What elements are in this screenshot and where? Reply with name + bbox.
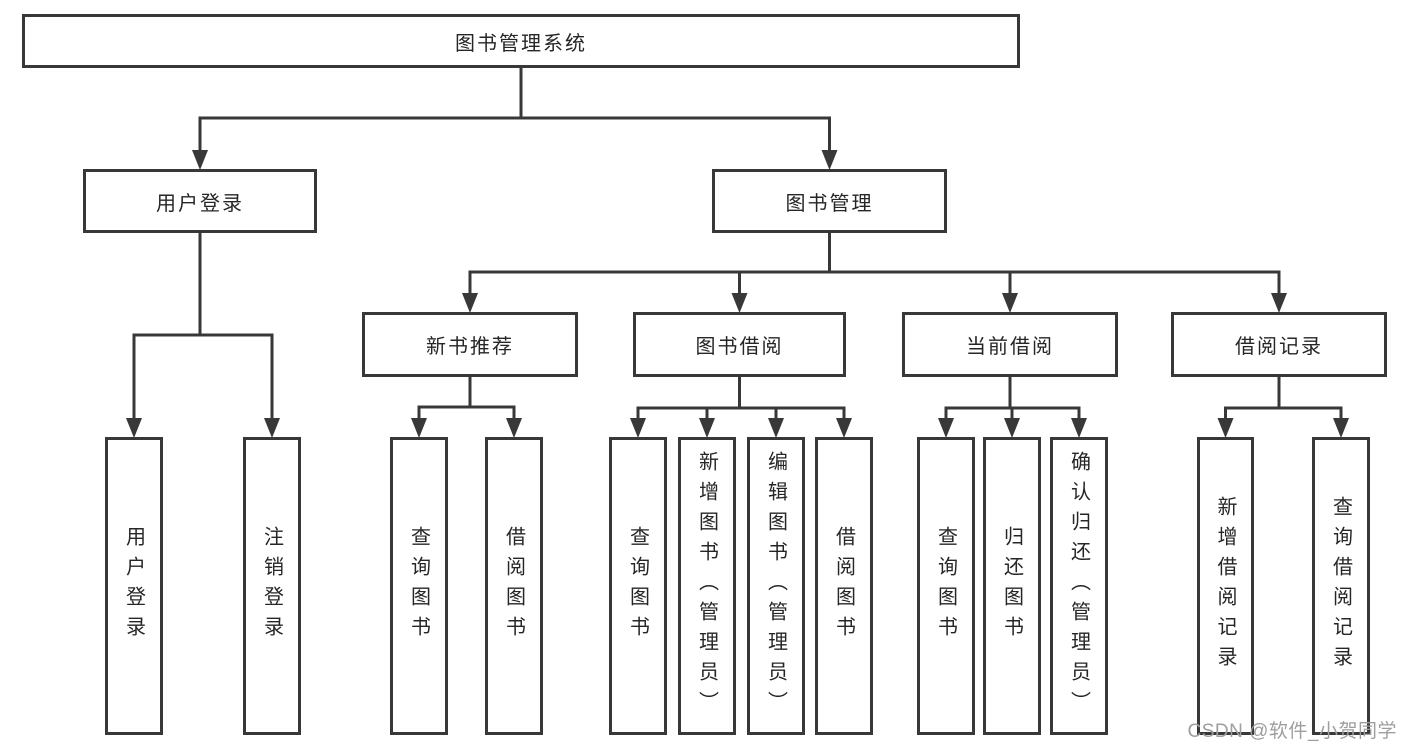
node-leaf-add-book: 新增图书（管理员）: [678, 437, 736, 735]
node-borrow-records: 借阅记录: [1171, 312, 1387, 377]
node-label: 图书借阅: [695, 336, 784, 358]
arrowhead-icon: [1271, 293, 1287, 313]
arrowhead-icon: [731, 293, 748, 313]
arrowhead-icon: [630, 418, 646, 438]
arrowhead-icon: [768, 418, 784, 438]
node-leaf-add-borrow-record: 新增借阅记录: [1197, 437, 1254, 735]
arrowhead-icon: [836, 418, 852, 438]
node-label: 借阅记录: [1235, 336, 1323, 358]
node-root: 图书管理系统: [22, 14, 1020, 68]
node-current-borrow: 当前借阅: [902, 312, 1118, 377]
node-leaf-query-borrow-record: 查询借阅记录: [1312, 437, 1370, 735]
node-label: 确认归还（管理员）: [1067, 451, 1090, 721]
node-label: 查询图书: [934, 526, 957, 646]
node-leaf-query-book-3: 查询图书: [917, 437, 975, 735]
node-label: 注销登录: [260, 526, 283, 646]
arrowhead-icon: [264, 418, 280, 438]
arrowhead-icon: [462, 293, 478, 313]
node-label: 用户登录: [122, 526, 145, 646]
node-label: 新增借阅记录: [1214, 496, 1236, 676]
node-label: 查询图书: [626, 526, 649, 646]
arrowhead-icon: [1217, 418, 1234, 438]
node-user-login: 用户登录: [83, 169, 317, 233]
arrowhead-icon: [938, 418, 954, 438]
node-label: 归还图书: [1000, 526, 1023, 646]
node-leaf-logout: 注销登录: [243, 437, 301, 735]
node-label: 查询借阅记录: [1329, 496, 1352, 676]
node-leaf-confirm-return: 确认归还（管理员）: [1050, 437, 1108, 735]
node-label: 新增图书（管理员）: [695, 451, 718, 721]
node-label: 图书管理: [785, 192, 874, 215]
arrowhead-icon: [1333, 418, 1349, 438]
arrowhead-icon: [821, 150, 838, 170]
arrowhead-icon: [411, 418, 427, 438]
node-leaf-user-login: 用户登录: [105, 437, 163, 735]
arrowhead-icon: [1004, 418, 1020, 438]
arrowhead-icon: [699, 418, 715, 438]
node-leaf-query-book-2: 查询图书: [609, 437, 667, 735]
arrowhead-icon: [1071, 418, 1087, 438]
node-leaf-borrow-book-2: 借阅图书: [815, 437, 873, 735]
arrowhead-icon: [1002, 293, 1018, 313]
csdn-watermark: CSDN @软件_小贺同学: [1187, 721, 1397, 742]
arrowhead-icon: [126, 418, 142, 438]
node-label: 查询图书: [407, 526, 430, 646]
node-book-borrow: 图书借阅: [633, 312, 846, 377]
node-label: 新书推荐: [426, 336, 514, 358]
node-label: 当前借阅: [966, 336, 1054, 358]
arrowhead-icon: [506, 418, 522, 438]
arrowhead-icon: [192, 150, 208, 170]
node-leaf-return-book: 归还图书: [983, 437, 1041, 735]
node-new-book-rec: 新书推荐: [362, 312, 578, 377]
node-label: 编辑图书（管理员）: [764, 451, 787, 721]
node-label: 借阅图书: [832, 526, 855, 646]
node-leaf-borrow-book-1: 借阅图书: [485, 437, 543, 735]
node-label: 图书管理系统: [455, 32, 587, 55]
node-leaf-query-book-1: 查询图书: [390, 437, 448, 735]
node-leaf-edit-book: 编辑图书（管理员）: [747, 437, 805, 735]
node-book-mgmt: 图书管理: [712, 169, 947, 233]
node-label: 用户登录: [156, 192, 244, 215]
node-label: 借阅图书: [502, 526, 525, 646]
